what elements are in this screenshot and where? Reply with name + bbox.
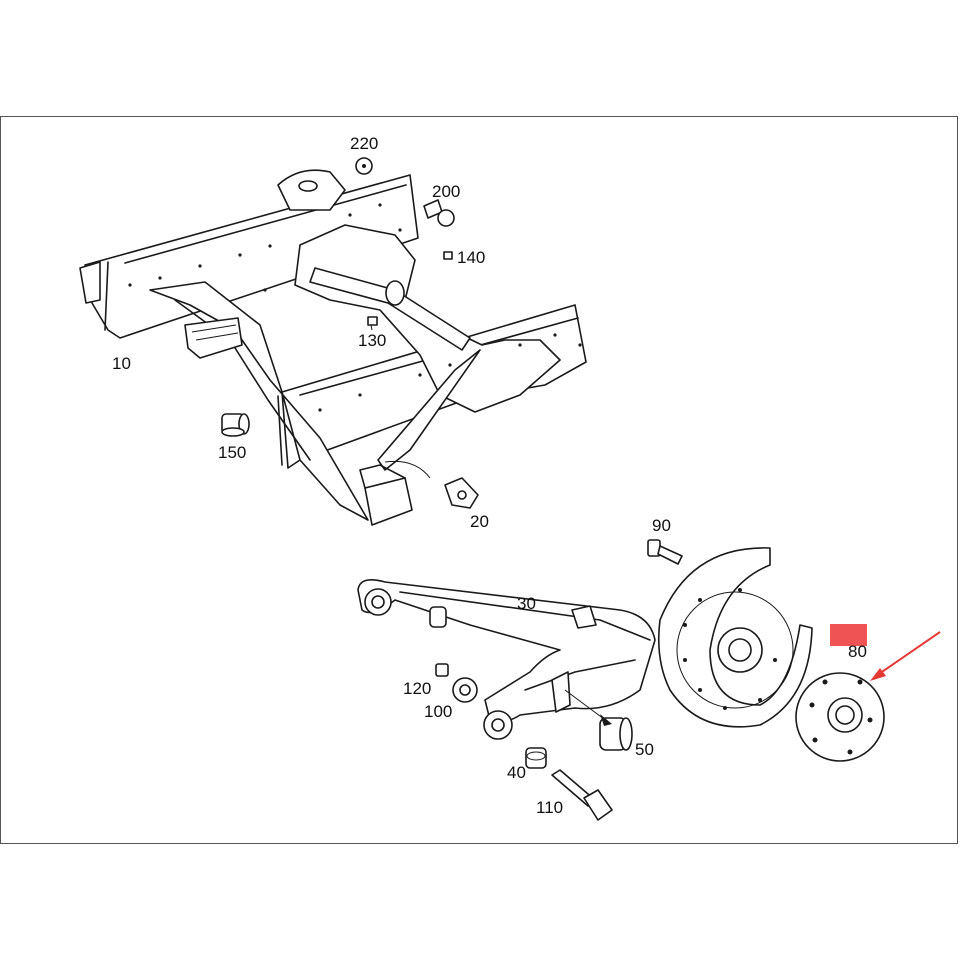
callout-40: 40 (507, 763, 526, 782)
callout-80: 80 (848, 642, 867, 661)
callout-110: 110 (536, 798, 564, 817)
part-100-bushing (452, 677, 478, 703)
callout-20: 20 (470, 512, 489, 531)
red-arrow-icon (870, 631, 941, 681)
brake-backing-plate (657, 547, 813, 728)
part-50-bushing (564, 689, 633, 751)
highlight-box (830, 624, 867, 646)
part-150-bushing (221, 413, 250, 437)
callout-90: 90 (652, 516, 671, 535)
callout-140: 140 (457, 248, 486, 267)
part-110-bolt (551, 769, 613, 821)
diagram-frame (0, 116, 958, 844)
part-90-bolt (647, 539, 683, 565)
callout-30: 30 (517, 594, 536, 613)
callout-220: 220 (350, 134, 379, 153)
callout-200: 200 (432, 182, 461, 201)
callout-100: 100 (424, 702, 453, 721)
callout-50: 50 (635, 740, 654, 759)
part-120-washer (435, 663, 449, 677)
part-40-nut (525, 747, 547, 769)
part-130-bolt (367, 316, 378, 326)
callout-10: 10 (112, 354, 131, 373)
part-80-wheel-hub (795, 672, 885, 762)
part-200-bolt (423, 199, 455, 227)
part-140-clip (443, 251, 453, 260)
callout-150: 150 (218, 443, 247, 462)
part-220-washer (355, 157, 373, 175)
part-30-control-arm (357, 579, 656, 740)
part-20-bracket (444, 477, 479, 509)
callout-130: 130 (358, 331, 387, 350)
callout-120: 120 (403, 679, 432, 698)
part-10-subframe (79, 169, 587, 526)
